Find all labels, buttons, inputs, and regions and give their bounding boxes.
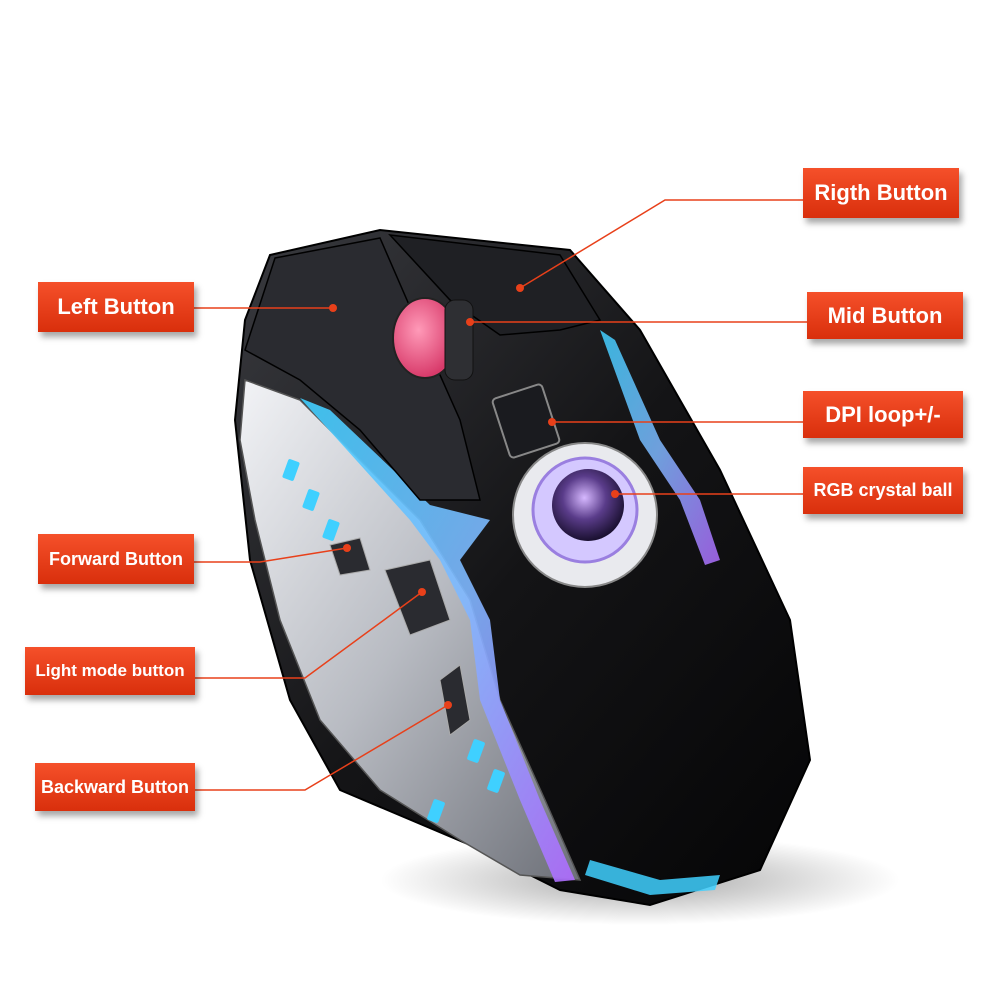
light-mode-button-shape [384, 559, 451, 636]
target-dots [329, 284, 619, 709]
rgb-crystal-ball [552, 469, 624, 541]
backward-button-shape [439, 664, 471, 736]
label-backward-button: Backward Button [35, 763, 195, 811]
rgb-glow-right [600, 330, 720, 565]
side-vents [282, 459, 505, 823]
right-button-shape [388, 234, 602, 336]
dpi-button-shape [491, 383, 561, 459]
label-right-button: Rigth Button [803, 168, 959, 218]
label-left-button: Left Button [38, 282, 194, 332]
forward-button-shape [329, 537, 371, 576]
wheel-tread [444, 299, 474, 381]
label-mid-button: Mid Button [807, 292, 963, 339]
rgb-glow-bottom [585, 860, 720, 895]
label-dpi-loop: DPI loop+/- [803, 391, 963, 438]
label-light-mode-button: Light mode button [25, 647, 195, 695]
rgb-glow-strip [300, 398, 575, 882]
label-rgb-crystal-ball: RGB crystal ball [803, 467, 963, 514]
left-button-shape [244, 237, 481, 501]
label-forward-button: Forward Button [38, 534, 194, 584]
leader-lines [194, 199, 807, 791]
